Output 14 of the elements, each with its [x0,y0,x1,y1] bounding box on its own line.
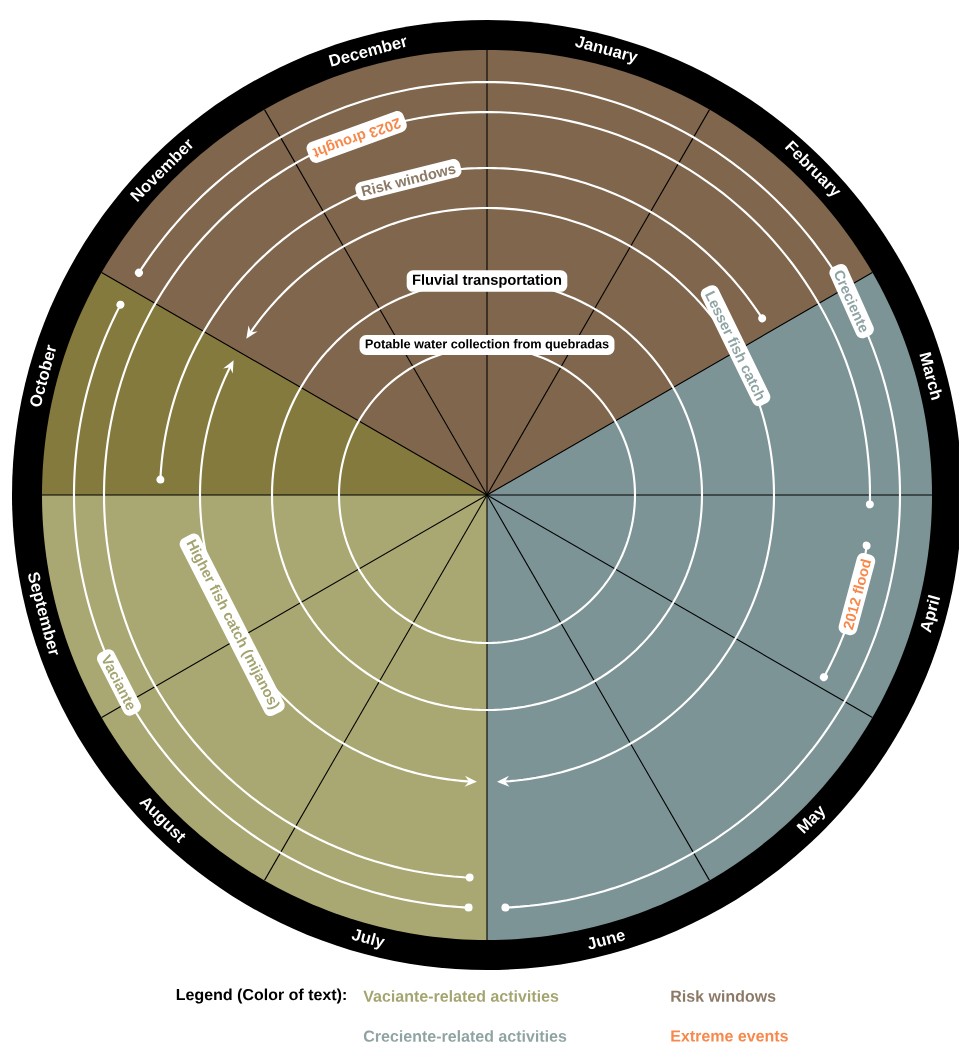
month-label: April [920,594,941,634]
activity-label: Fluvial transportation [406,270,568,292]
activity-label: 2012 flood [838,553,876,636]
legend-entry: Creciente-related activities [363,1030,567,1042]
legend-entry: Extreme events [671,1030,788,1042]
legend-entry: Vaciante-related activities [363,990,559,1002]
activity-label: Risk windows [355,158,462,201]
legend-entry: Risk windows [671,990,776,1002]
month-label: March [919,351,942,401]
activity-label: Potable water collection from quebradas [359,335,615,355]
legend-title: Legend (Color of text): [176,988,346,1004]
month-label: June [588,932,626,950]
month-label: July [351,929,386,950]
month-label: October [30,344,56,407]
